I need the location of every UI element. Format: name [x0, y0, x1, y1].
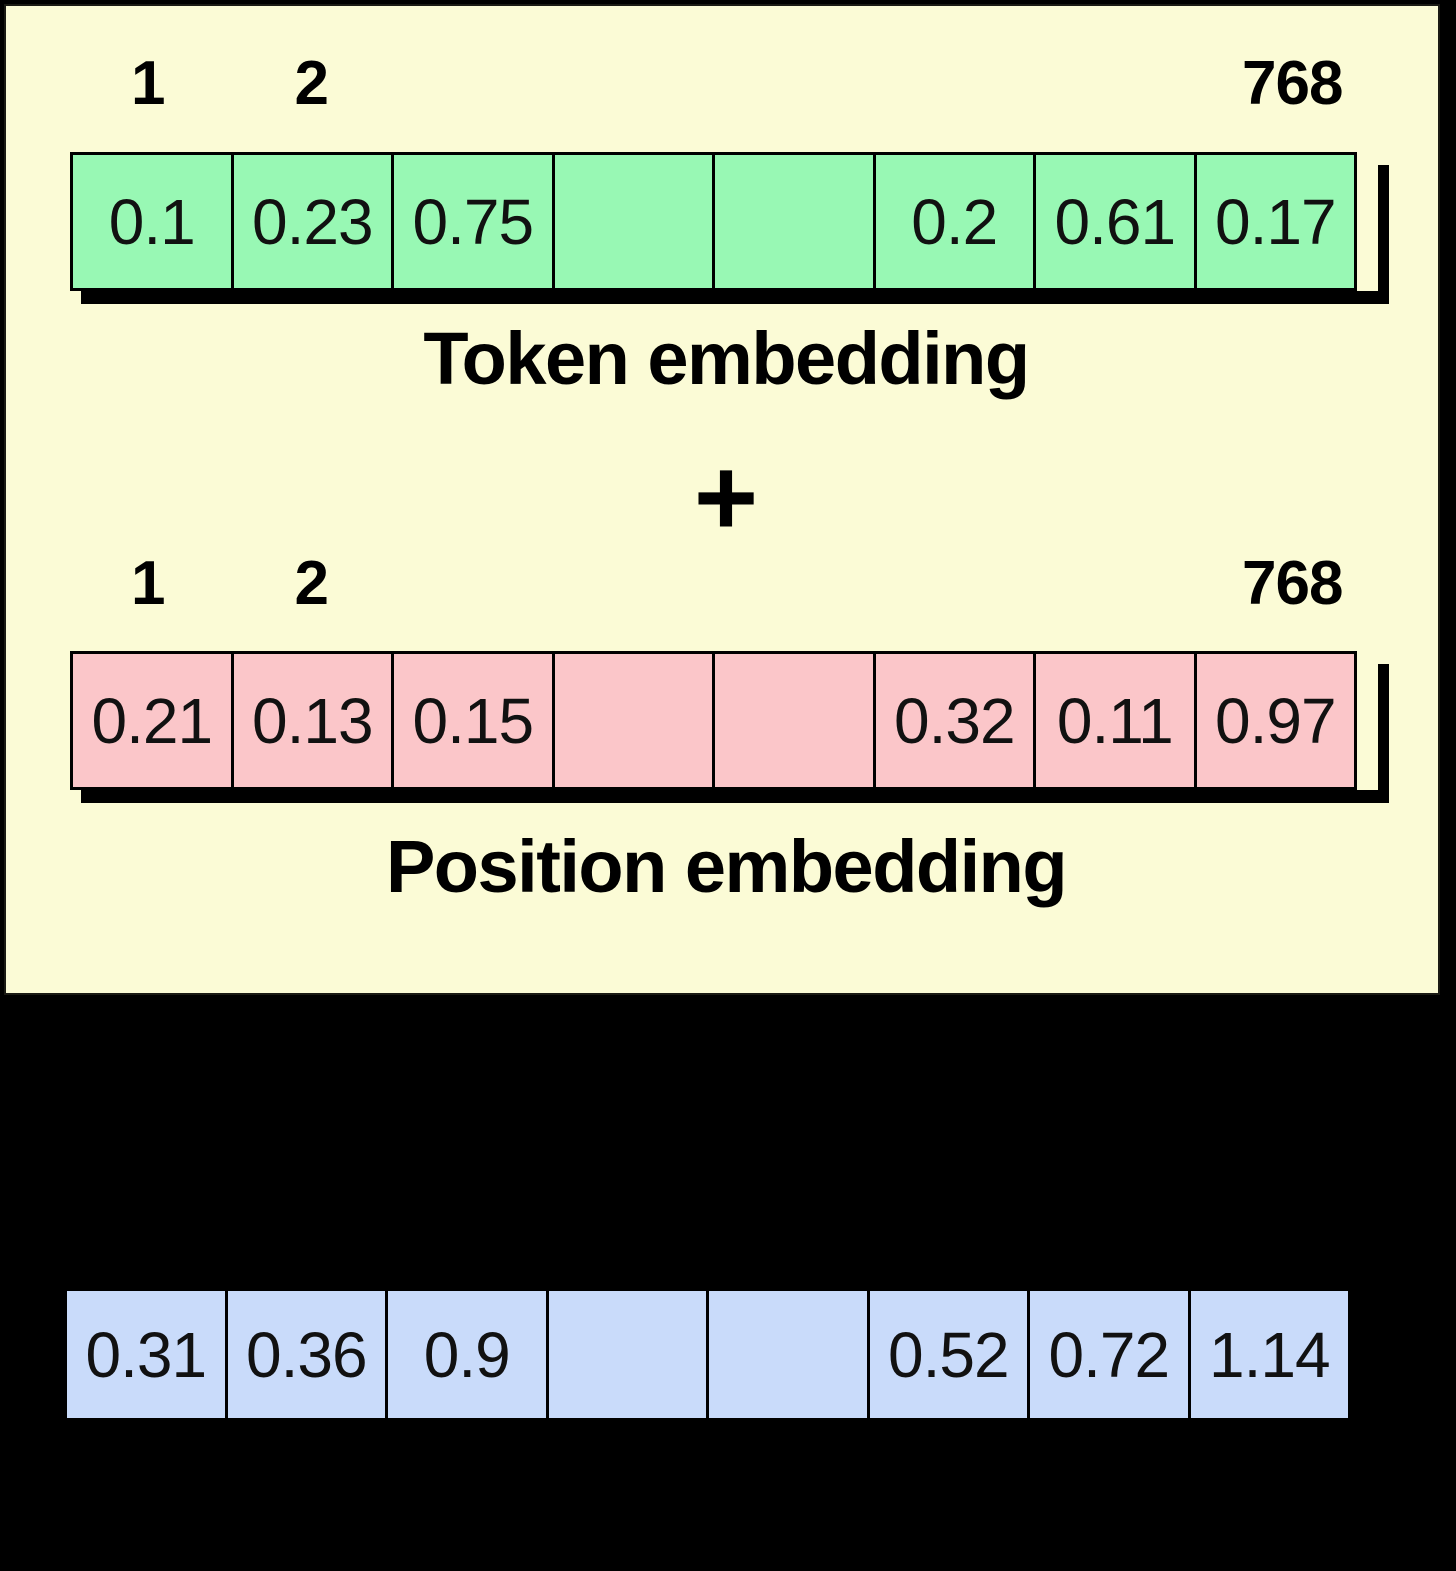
token-embedding-vector: 0.1 0.23 0.75 0.2 0.61 0.17 — [70, 152, 1378, 291]
token-index-label-6 — [884, 44, 1048, 124]
position-index-label-3 — [393, 544, 557, 624]
position-embedding-vector: 0.21 0.13 0.15 0.32 0.11 0.97 — [70, 651, 1378, 790]
plus-icon: + — [693, 436, 759, 559]
token-index-label-768: 768 — [1242, 49, 1343, 118]
output-cell-1: 0.31 — [64, 1288, 228, 1421]
position-cell-5 — [712, 651, 876, 790]
token-embedding-caption: Token embedding — [423, 317, 1030, 400]
token-index-label-2: 2 — [294, 49, 329, 118]
output-cell-3: 0.9 — [385, 1288, 549, 1421]
position-index-label-7 — [1047, 544, 1211, 624]
token-index-label-4 — [557, 44, 721, 124]
position-index-label-1: 1 — [131, 549, 165, 618]
position-cell-3: 0.15 — [391, 651, 555, 790]
position-cell-2: 0.13 — [230, 651, 394, 790]
token-cell-1: 0.1 — [70, 152, 234, 291]
position-index-header: 1 2 768 — [66, 544, 1378, 624]
position-cell-1: 0.21 — [70, 651, 234, 790]
position-index-label-6 — [884, 544, 1048, 624]
output-cell-2: 0.36 — [224, 1288, 388, 1421]
position-index-label-4 — [557, 544, 721, 624]
position-index-label-5 — [720, 544, 884, 624]
token-cell-8: 0.17 — [1193, 152, 1357, 291]
output-cell-7: 0.72 — [1027, 1288, 1191, 1421]
position-index-label-768: 768 — [1242, 549, 1343, 618]
token-index-label-3 — [393, 44, 557, 124]
position-cell-4 — [551, 651, 715, 790]
output-cell-6: 0.52 — [866, 1288, 1030, 1421]
token-index-label-5 — [720, 44, 884, 124]
output-cell-5 — [706, 1288, 870, 1421]
position-index-label-2: 2 — [294, 549, 329, 618]
output-cell-8: 1.14 — [1187, 1288, 1351, 1421]
token-index-header: 1 2 768 — [66, 44, 1378, 124]
position-cell-6: 0.32 — [872, 651, 1036, 790]
position-embedding-caption: Position embedding — [385, 825, 1068, 908]
token-cell-7: 0.61 — [1033, 152, 1197, 291]
embedding-sum-panel: 1 2 768 0.1 0.23 0.75 0.2 0.61 0.17 Toke… — [4, 4, 1440, 995]
token-cell-2: 0.23 — [230, 152, 394, 291]
token-cell-5 — [712, 152, 876, 291]
token-cell-6: 0.2 — [872, 152, 1036, 291]
output-embedding-vector: 0.31 0.36 0.9 0.52 0.72 1.14 — [64, 1288, 1372, 1421]
position-cell-7: 0.11 — [1033, 651, 1197, 790]
output-cell-4 — [545, 1288, 709, 1421]
position-cell-8: 0.97 — [1193, 651, 1357, 790]
token-cell-4 — [551, 152, 715, 291]
token-index-label-7 — [1047, 44, 1211, 124]
token-index-label-1: 1 — [131, 49, 165, 118]
token-cell-3: 0.75 — [391, 152, 555, 291]
